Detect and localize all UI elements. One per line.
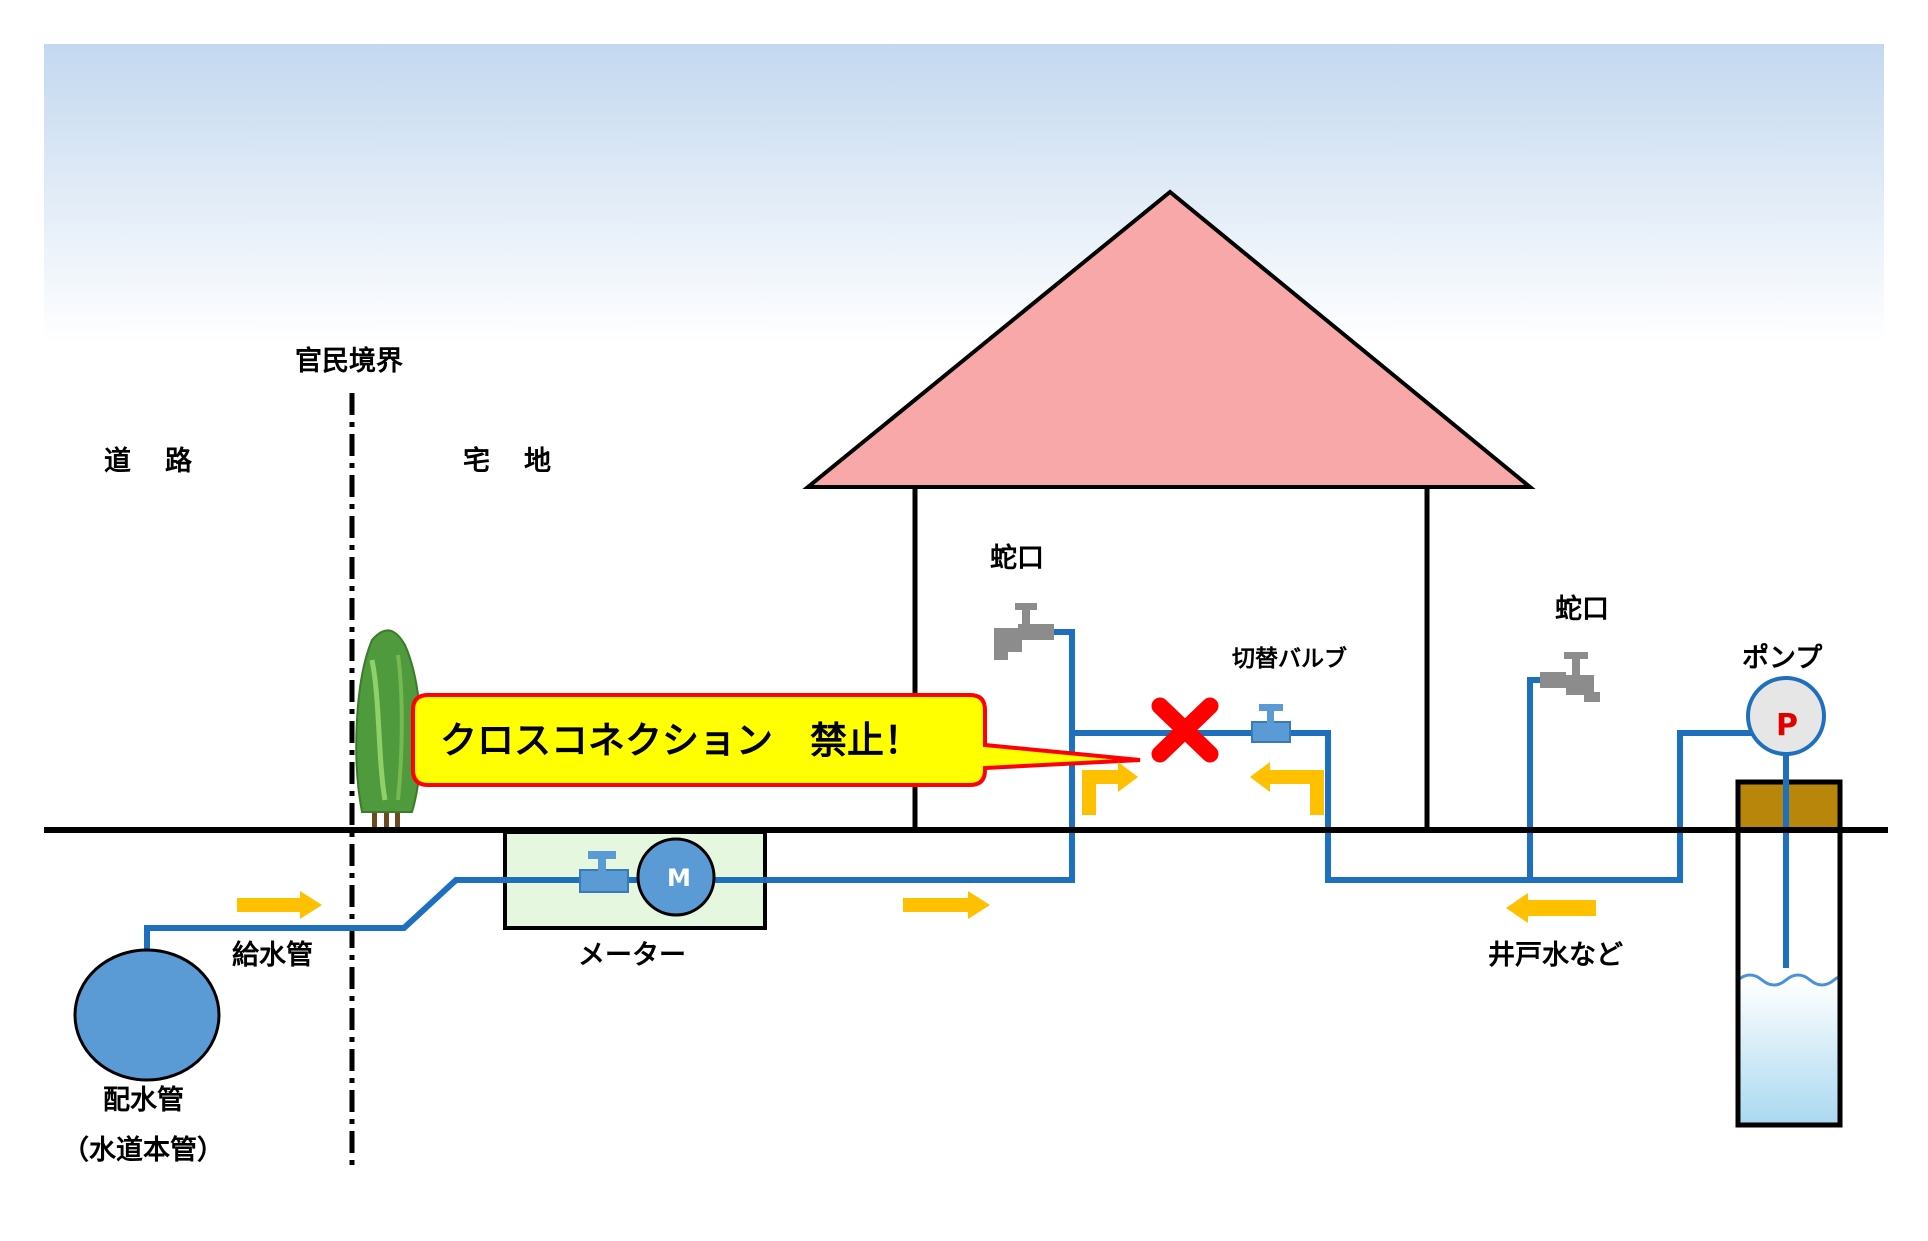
switch-valve-label: 切替バルブ: [1232, 646, 1347, 672]
flow-arrow-icon: [1250, 762, 1324, 815]
supply-pipe: [144, 629, 1075, 952]
water-meter: [636, 837, 716, 917]
flow-arrow-icon: [237, 891, 322, 919]
distribution-main: [73, 948, 221, 1082]
flow-arrow-icon: [903, 891, 990, 919]
callout-text: クロスコネクション 禁止！: [440, 719, 921, 762]
valve-icon: [1251, 704, 1291, 743]
house-roof: [802, 189, 1536, 489]
sky-background: [44, 44, 1884, 344]
pump: [1746, 676, 1826, 756]
faucet-branch-pipe: [1527, 677, 1548, 880]
faucet-label-left: 蛇口: [990, 543, 1044, 574]
callout-bubble: [411, 693, 1141, 787]
faucet-icon: [994, 603, 1054, 660]
pump-label: ポンプ: [1742, 643, 1823, 674]
flow-arrow-icon: [1506, 893, 1596, 923]
boundary-label: 官民境界: [295, 346, 403, 377]
well-water-pipe: [1325, 730, 1755, 883]
valve-icon: [579, 851, 629, 893]
cross-mark-icon: [1151, 697, 1219, 763]
flow-arrow-icon: [1082, 762, 1138, 815]
well-water: [1738, 980, 1840, 1125]
distribution-main-label: 配水管: [103, 1085, 184, 1116]
pump-letter: P: [1776, 708, 1798, 743]
well-water-label: 井戸水など: [1488, 940, 1623, 971]
lot-label: 宅地: [463, 446, 585, 477]
road-label: 道路: [104, 446, 226, 477]
distribution-main-sublabel: （水道本管）: [62, 1135, 224, 1166]
meter-letter: M: [667, 864, 691, 892]
faucet-label-right: 蛇口: [1555, 594, 1609, 625]
indoor-branch-pipe: [1072, 730, 1331, 845]
supply-pipe-label: 給水管: [232, 940, 313, 971]
water-surface: [1737, 973, 1842, 987]
faucet-icon: [1540, 652, 1600, 702]
meter-label: メーター: [578, 940, 686, 971]
